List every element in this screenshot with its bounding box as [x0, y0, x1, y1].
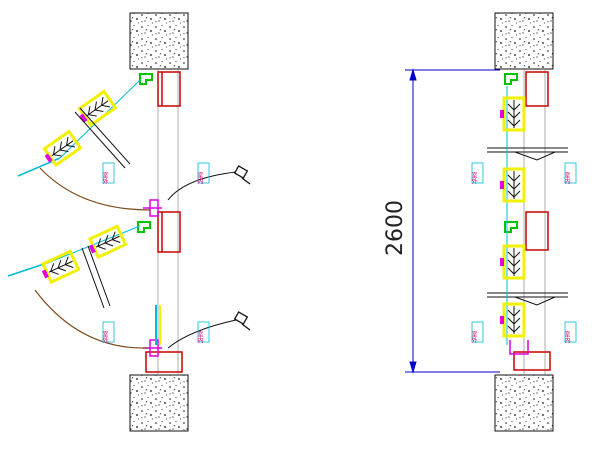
- svg-text:室内: 室内: [563, 330, 570, 344]
- svg-text:室外: 室外: [470, 171, 477, 185]
- open-sash-upper: [17, 79, 151, 211]
- handle-upper-left: [167, 165, 251, 201]
- right-view: 2600 室外 室内 室外 室内: [383, 12, 577, 432]
- svg-text:室外: 室外: [470, 330, 477, 344]
- label-outdoor-left-1: 室外: [101, 162, 115, 185]
- dimension-line: [405, 68, 500, 374]
- dimension-value: 2600: [383, 200, 408, 256]
- hinge-green-left: [137, 73, 153, 233]
- label-outdoor-right-2: 室外: [470, 321, 484, 344]
- svg-text:室内: 室内: [563, 171, 570, 185]
- svg-text:室外: 室外: [101, 330, 108, 344]
- wall-frame-right: [513, 71, 551, 371]
- hinge-green-right: [504, 73, 518, 233]
- handle-lower-left: [167, 311, 251, 349]
- concrete-block-top-left: [129, 12, 189, 70]
- wall-frame-left: [145, 71, 183, 373]
- concrete-block-top-right: [494, 12, 554, 70]
- profile-stack-right: [500, 96, 529, 355]
- svg-text:室外: 室外: [101, 171, 108, 185]
- label-indoor-right-1: 室内: [563, 162, 577, 185]
- label-indoor-left-1: 室内: [196, 162, 210, 185]
- label-indoor-left-2: 室内: [196, 321, 210, 344]
- label-outdoor-left-2: 室外: [101, 321, 115, 344]
- svg-text:室内: 室内: [196, 171, 203, 185]
- label-indoor-right-2: 室内: [563, 321, 577, 344]
- open-sash-lower: [7, 224, 149, 349]
- sash-rails-right: [487, 147, 568, 306]
- left-view: 室外 室内 室外 室内: [7, 12, 251, 432]
- concrete-block-bottom-left: [129, 374, 189, 432]
- concrete-block-bottom-right: [494, 374, 554, 432]
- svg-text:室内: 室内: [196, 330, 203, 344]
- label-outdoor-right-1: 室外: [470, 162, 484, 185]
